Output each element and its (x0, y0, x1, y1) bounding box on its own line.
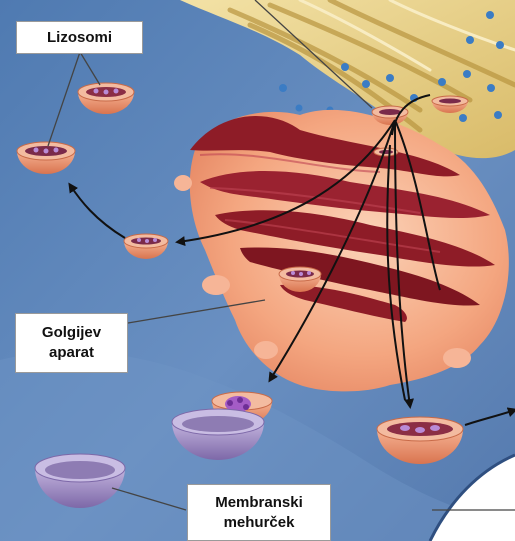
golgi-label-line1: Golgijev (42, 323, 101, 343)
lysosomes-label-text: Lizosomi (47, 28, 112, 48)
vesicle-label-line2: mehurček (224, 513, 295, 533)
vesicle-label-line1: Membranski (215, 493, 303, 513)
golgi-apparatus-label: Golgijev aparat (15, 313, 128, 373)
membrane-vesicle-label: Membranski mehurček (187, 484, 331, 541)
golgi-label-line2: aparat (49, 343, 94, 363)
lysosomes-label: Lizosomi (16, 21, 143, 54)
